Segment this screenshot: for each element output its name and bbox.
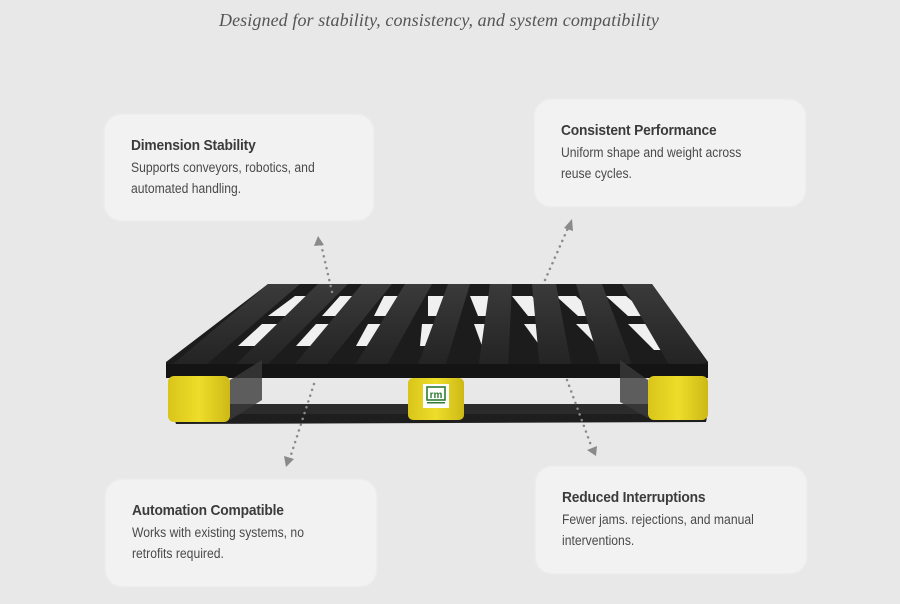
arrowhead-down-right-icon: [587, 446, 597, 456]
arrow-to-automation-compatible: [288, 382, 316, 460]
arrow-to-dimension-stability: [319, 242, 334, 294]
feature-description: Works with existing systems, no retrofit…: [132, 525, 304, 561]
feature-title: Dimension Stability: [131, 137, 256, 154]
feature-title: Consistent Performance: [561, 122, 717, 139]
feature-title: Automation Compatible: [132, 502, 284, 519]
arrowhead-down-left-icon: [284, 456, 294, 467]
arrow-to-reduced-interruptions: [565, 378, 594, 450]
feature-description: Supports conveyors, robotics, and automa…: [131, 160, 315, 196]
feature-card-dimension-stability: Dimension Stability Supports conveyors, …: [105, 115, 373, 220]
pallet-deck-slats: [166, 284, 708, 370]
page-subtitle: Designed for stability, consistency, and…: [218, 10, 660, 30]
feature-card-reduced-interruptions: Reduced Interruptions Fewer jams. reject…: [536, 467, 806, 573]
arrowhead-up-right-icon: [564, 219, 573, 231]
feature-card-automation-compatible: Automation Compatible Works with existin…: [106, 480, 376, 586]
feature-title: Reduced Interruptions: [562, 489, 706, 506]
brand-logo: rm: [423, 384, 449, 408]
arrowhead-up-left-icon: [314, 236, 324, 246]
logo-text: rm: [430, 390, 443, 401]
arrow-to-consistent-performance: [543, 226, 570, 282]
feature-description: Fewer jams. rejections, and manual inter…: [562, 512, 754, 548]
feature-card-consistent-performance: Consistent Performance Uniform shape and…: [535, 100, 805, 206]
feature-description: Uniform shape and weight across reuse cy…: [561, 145, 742, 181]
pallet-front-edge: [166, 364, 708, 378]
